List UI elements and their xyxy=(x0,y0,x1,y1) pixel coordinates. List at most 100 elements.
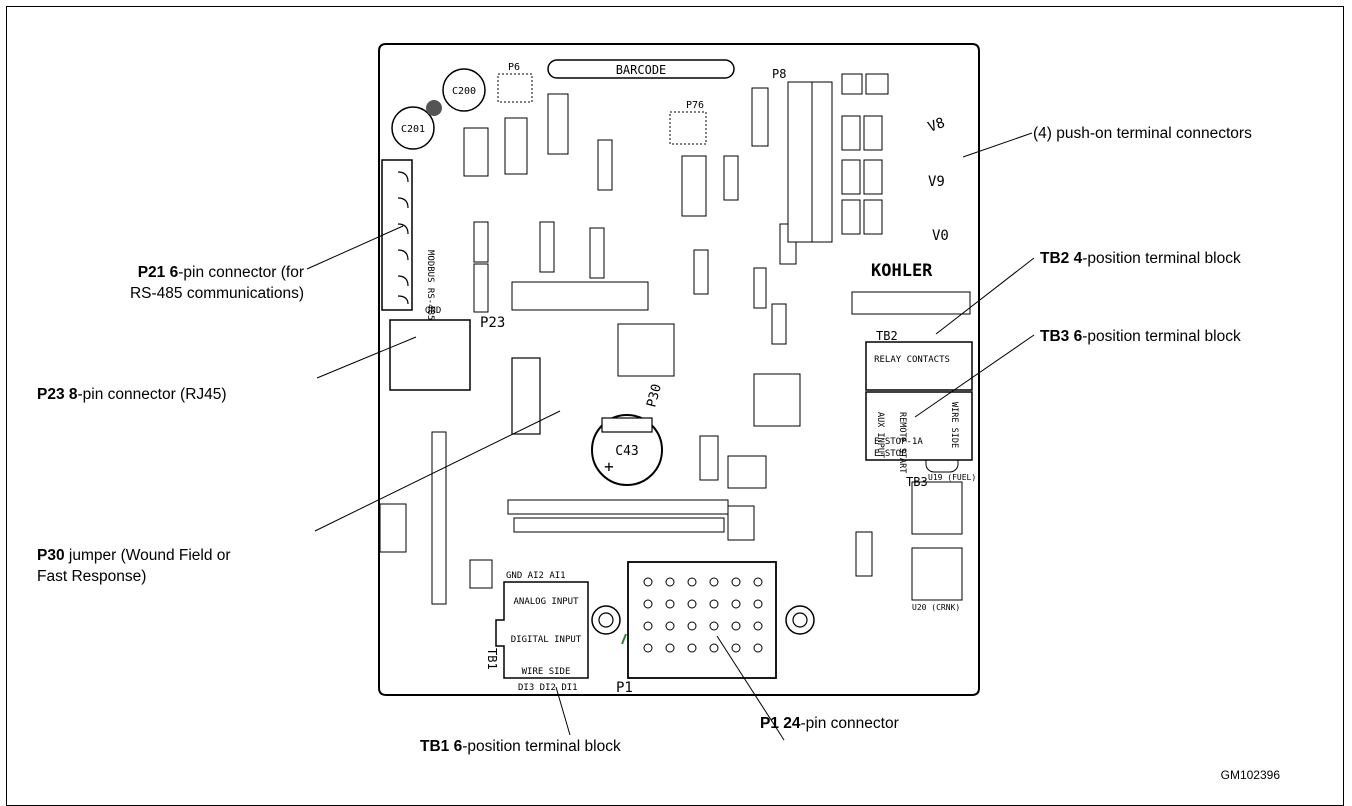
svg-text:V9: V9 xyxy=(928,174,945,190)
p1-pin xyxy=(643,599,653,609)
p1-pin xyxy=(731,599,741,609)
p1-pin xyxy=(709,643,719,653)
p1-pin xyxy=(753,599,763,609)
tb3-mark: TB3 xyxy=(906,475,928,489)
p23-bold: P23 8 xyxy=(37,386,78,403)
p1-pin xyxy=(687,621,697,631)
p1-pin xyxy=(709,621,719,631)
callout-p23: P23 8-pin connector (RJ45) xyxy=(37,384,227,405)
analog-label: ANALOG INPUT xyxy=(513,597,579,607)
barcode-label: BARCODE xyxy=(616,63,667,77)
p1-pin xyxy=(643,577,653,587)
p1-text: -pin connector xyxy=(800,715,899,732)
p23-text: -pin connector (RJ45) xyxy=(77,386,227,403)
p1-pin xyxy=(753,643,763,653)
kohler-logo: KOHLER xyxy=(871,261,933,281)
resistor-column xyxy=(787,73,889,243)
p23-rj45-connector xyxy=(389,319,471,391)
p1-pin xyxy=(665,599,675,609)
tb3-bold: TB3 6 xyxy=(1040,328,1083,345)
estop2-label: E-STOP xyxy=(874,449,907,459)
p21-bold: P21 6 xyxy=(137,264,179,281)
callout-p1: P1 24-pin connector xyxy=(760,713,899,734)
c201-label: C201 xyxy=(401,124,425,135)
battery-clip xyxy=(601,417,653,433)
tb2-mark: TB2 xyxy=(876,329,898,343)
p8-mark: P8 xyxy=(772,67,786,81)
figure-id: GM102396 xyxy=(1220,768,1280,782)
tb2-text: -position terminal block xyxy=(1082,250,1241,267)
p21-text: -pin connector (for xyxy=(178,264,304,281)
p30-text-line2: Fast Response) xyxy=(37,568,147,585)
push-on-text: (4) push-on terminal connectors xyxy=(1033,125,1252,142)
p1-pin-grid xyxy=(643,577,763,653)
estop1-label: E-STOP-1A xyxy=(874,437,923,447)
svg-text:V0: V0 xyxy=(932,228,949,244)
p1-pin1-mark xyxy=(621,633,627,645)
wire-side-label: WIRE SIDE xyxy=(949,402,959,448)
modbus-label: MODBUS RS-485 xyxy=(425,250,435,320)
tb1-terminal-block xyxy=(495,581,589,679)
wire-side-label-tb1: WIRE SIDE xyxy=(522,667,571,677)
tb3-terminal-block xyxy=(865,391,973,461)
p1-mount-left-hole xyxy=(598,612,614,628)
gnd-row-label: GND AI2 AI1 xyxy=(506,571,566,581)
push-on-terminals: V8 V9 V0 xyxy=(926,115,949,244)
p23-mark: P23 xyxy=(480,315,505,331)
p76-mark: P76 xyxy=(686,100,704,111)
di-row-label: DI3 DI2 DI1 xyxy=(518,683,578,693)
p1-pin xyxy=(687,599,697,609)
p1-mark: P1 xyxy=(616,680,633,696)
capacitor-c200 xyxy=(442,68,486,112)
p1-pin xyxy=(643,643,653,653)
p1-pin xyxy=(665,621,675,631)
gnd-label: GND xyxy=(425,306,441,316)
p6-mark: P6 xyxy=(508,62,520,73)
remote-start-label: REMOTE START xyxy=(897,412,907,473)
aux-input-label: AUX INPUT xyxy=(875,412,885,458)
battery-plus: + xyxy=(604,457,614,476)
p30-text: jumper (Wound Field or xyxy=(64,547,231,564)
resistor-row xyxy=(463,93,675,377)
callout-tb3: TB3 6-position terminal block xyxy=(1040,326,1241,347)
p1-pin xyxy=(665,643,675,653)
p30-mark: P30 xyxy=(644,382,665,409)
relay-label: RELAY CONTACTS xyxy=(874,355,950,365)
callout-p21: P21 6-pin connector (for RS-485 communic… xyxy=(60,262,304,304)
p6-header xyxy=(497,73,533,103)
callout-push-on-terminals: (4) push-on terminal connectors xyxy=(1033,123,1252,144)
p76-header xyxy=(669,111,707,145)
c43-label: C43 xyxy=(615,444,638,459)
tb1-mark: TB1 xyxy=(485,648,499,670)
tb1-text: -position terminal block xyxy=(462,738,621,755)
p30-bold: P30 xyxy=(37,547,65,564)
p21-text-line2: RS-485 communications) xyxy=(129,285,304,302)
capacitor-joint xyxy=(426,100,442,116)
tb1-bold: TB1 6 xyxy=(420,738,463,755)
barcode-box xyxy=(547,59,735,79)
p1-pin xyxy=(643,621,653,631)
digital-label: DIGITAL INPUT xyxy=(511,635,582,645)
u20-label: U20 (CRNK) xyxy=(912,603,960,612)
p1-bold: P1 24 xyxy=(760,715,801,732)
callout-p30: P30 jumper (Wound Field or Fast Response… xyxy=(37,545,231,587)
svg-text:V8: V8 xyxy=(926,115,947,136)
u19-label: U19 (FUEL) xyxy=(928,473,976,482)
p1-24-pin-connector xyxy=(627,561,777,679)
p1-pin xyxy=(687,577,697,587)
p1-mount-right-hole xyxy=(792,612,808,628)
p21-connector xyxy=(381,159,413,311)
c200-label: C200 xyxy=(452,86,476,97)
capacitor-c201 xyxy=(391,106,435,150)
tb3-text: -position terminal block xyxy=(1082,328,1241,345)
p1-pin xyxy=(753,621,763,631)
tb2-terminal-block xyxy=(865,341,973,391)
p1-pin xyxy=(665,577,675,587)
chip-u4 xyxy=(511,357,541,435)
p1-pin xyxy=(687,643,697,653)
p1-pin xyxy=(709,577,719,587)
callout-leaders xyxy=(306,132,1035,741)
callout-tb2: TB2 4-position terminal block xyxy=(1040,248,1241,269)
p1-pin xyxy=(709,599,719,609)
